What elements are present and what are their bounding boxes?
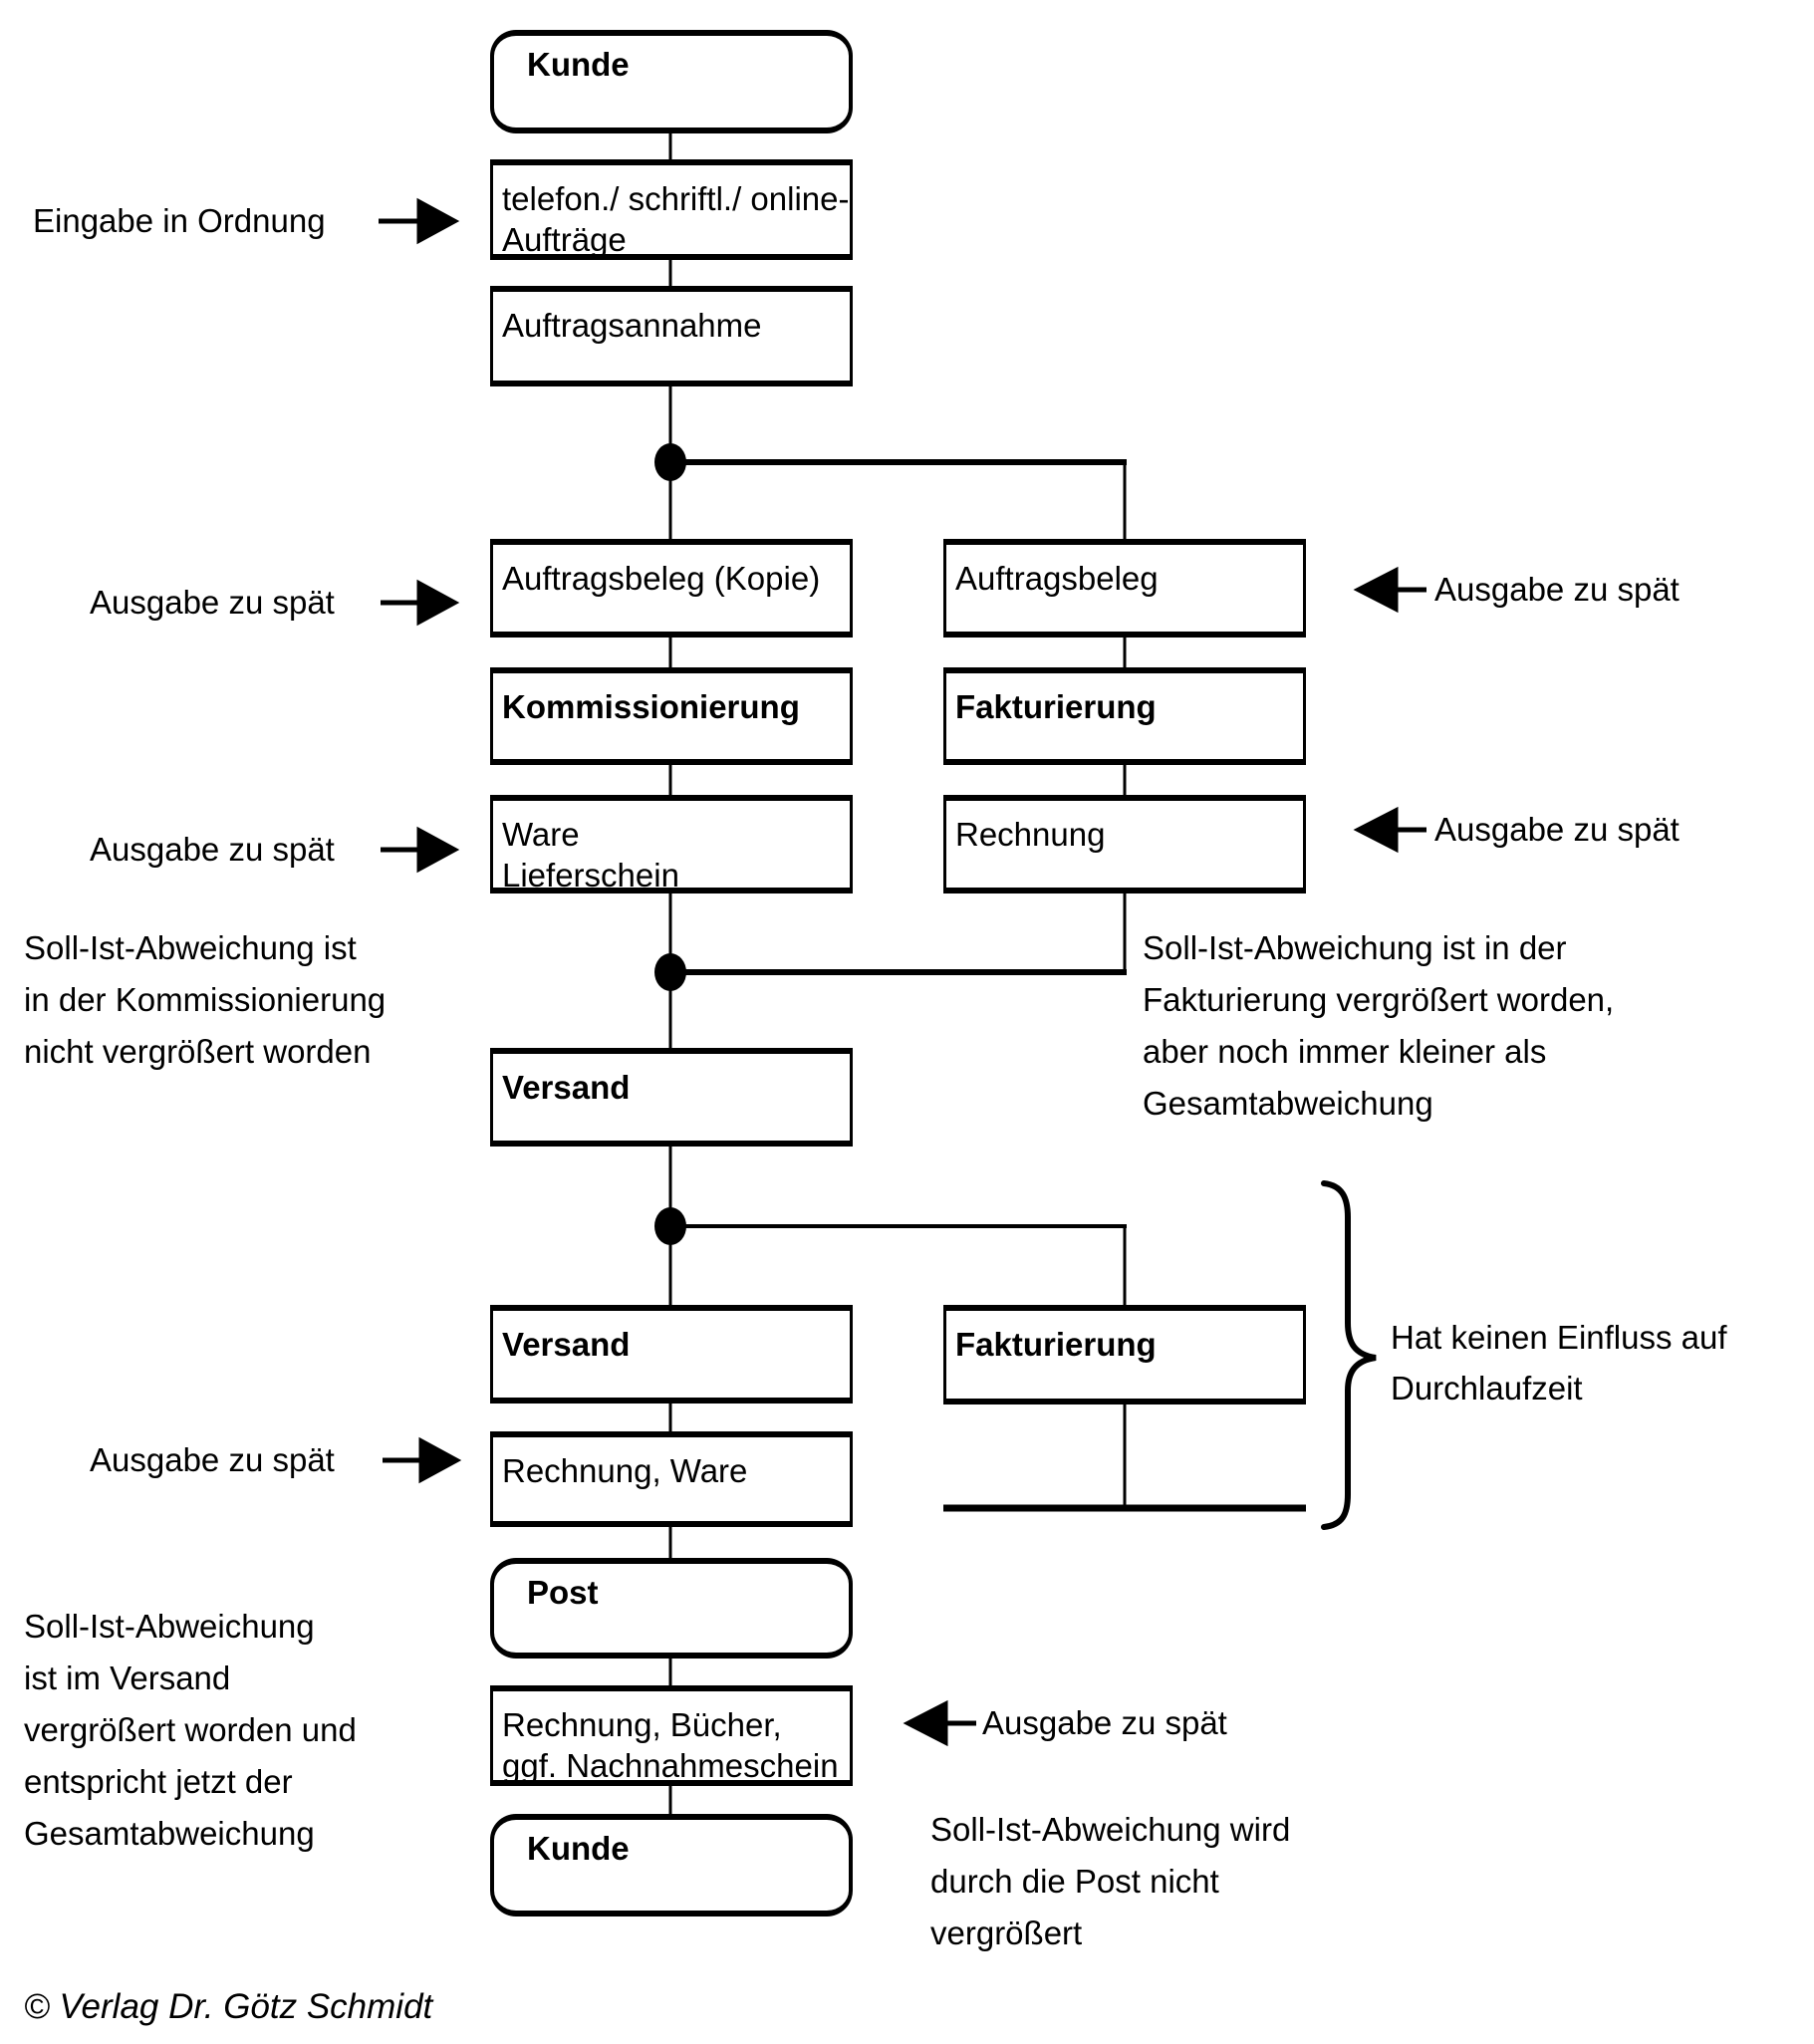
box-label: Auftragsbeleg	[955, 560, 1159, 597]
box-label-line: Rechnung, Bücher,	[502, 1706, 782, 1743]
box-label: Rechnung, Ware	[502, 1452, 748, 1489]
note-ausgabe-zu-spaet-left-1: Ausgabe zu spät	[90, 584, 335, 621]
curly-brace-icon	[1321, 1180, 1377, 1530]
box-label: Kommissionierung	[502, 688, 800, 725]
note-ausgabe-zu-spaet-right-2: Ausgabe zu spät	[1434, 811, 1680, 848]
box-auftragsbeleg: Auftragsbeleg	[943, 539, 1306, 638]
box-label: Fakturierung	[955, 688, 1157, 725]
box-kommissionierung: Kommissionierung	[490, 667, 853, 765]
box-label-line: Aufträge	[502, 221, 627, 258]
box-versand-1: Versand	[490, 1048, 853, 1147]
box-ware-lieferschein: Ware Lieferschein	[490, 795, 853, 894]
box-rechnung: Rechnung	[943, 795, 1306, 894]
branch-dot-2	[654, 1207, 686, 1245]
arrow-left-icon	[903, 1699, 976, 1747]
note-fakturierung-deviation: Soll-Ist-Abweichung ist in der Fakturier…	[1143, 922, 1614, 1130]
box-post: Post	[490, 1558, 853, 1659]
note-ausgabe-zu-spaet-right-3: Ausgabe zu spät	[982, 1704, 1227, 1741]
arrow-right-icon	[379, 197, 460, 245]
box-label: Kunde	[527, 46, 630, 83]
note-line: Gesamtabweichung	[24, 1815, 315, 1852]
copyright-line: © Verlag Dr. Götz Schmidt	[24, 1987, 433, 2026]
note-line: ist im Versand	[24, 1660, 231, 1696]
box-label: Auftragsannahme	[502, 307, 762, 344]
box-fakturierung-1: Fakturierung	[943, 667, 1306, 765]
note-line: Soll-Ist-Abweichung ist	[24, 929, 357, 966]
note-line: Hat keinen Einfluss auf	[1391, 1319, 1727, 1356]
box-versand-2: Versand	[490, 1305, 853, 1404]
note-line: entspricht jetzt der	[24, 1763, 293, 1800]
box-label: Rechnung	[955, 816, 1106, 853]
note-ausgabe-zu-spaet-right-1: Ausgabe zu spät	[1434, 571, 1680, 608]
box-rechnung-buecher: Rechnung, Bücher, ggf. Nachnahmeschein	[490, 1685, 853, 1786]
box-auftraege: telefon./ schriftl./ online- Aufträge	[490, 159, 853, 260]
box-rechnung-ware: Rechnung, Ware	[490, 1431, 853, 1527]
note-kommissionierung-deviation: Soll-Ist-Abweichung ist in der Kommissio…	[24, 922, 386, 1078]
arrow-right-icon	[381, 826, 460, 874]
note-line: aber noch immer kleiner als	[1143, 1033, 1547, 1070]
box-label: Fakturierung	[955, 1326, 1157, 1363]
box-label-line: telefon./ schriftl./ online-	[502, 180, 850, 217]
arrow-left-icons	[903, 566, 1426, 1747]
note-line: Gesamtabweichung	[1143, 1085, 1433, 1122]
note-line: vergrößert worden und	[24, 1711, 357, 1748]
arrow-right-icons	[379, 197, 462, 1484]
note-line: nicht vergrößert worden	[24, 1033, 372, 1070]
note-eingabe-in-ordnung: Eingabe in Ordnung	[33, 202, 326, 239]
arrow-right-icon	[383, 1436, 462, 1484]
box-label: Auftragsbeleg (Kopie)	[502, 560, 821, 597]
merge-dot	[654, 953, 686, 991]
note-line: Soll-Ist-Abweichung ist in der	[1143, 929, 1567, 966]
branch-dot-1	[654, 443, 686, 481]
box-label-line: ggf. Nachnahmeschein	[502, 1747, 839, 1784]
box-label: Kunde	[527, 1830, 630, 1867]
box-label: Versand	[502, 1326, 631, 1363]
note-post-deviation: Soll-Ist-Abweichung wird durch die Post …	[930, 1804, 1290, 1959]
box-label: Post	[527, 1574, 599, 1611]
arrow-right-icon	[381, 579, 460, 627]
note-line: in der Kommissionierung	[24, 981, 387, 1018]
note-line: Soll-Ist-Abweichung wird	[930, 1811, 1291, 1848]
arrow-left-icon	[1353, 806, 1426, 854]
note-ausgabe-zu-spaet-left-3: Ausgabe zu spät	[90, 1441, 335, 1478]
box-label-line: Lieferschein	[502, 857, 679, 894]
note-line: durch die Post nicht	[930, 1863, 1219, 1900]
note-line: vergrößert	[930, 1915, 1083, 1951]
note-line: Durchlaufzeit	[1391, 1370, 1583, 1406]
box-kunde-bottom: Kunde	[490, 1814, 853, 1916]
box-auftragsbeleg-kopie: Auftragsbeleg (Kopie)	[490, 539, 853, 638]
note-ausgabe-zu-spaet-left-2: Ausgabe zu spät	[90, 831, 335, 868]
arrow-left-icon	[1353, 566, 1426, 614]
box-auftragsannahme: Auftragsannahme	[490, 286, 853, 386]
box-kunde-top: Kunde	[490, 30, 853, 133]
note-line: Fakturierung vergrößert worden,	[1143, 981, 1615, 1018]
note-kein-einfluss: Hat keinen Einfluss auf Durchlaufzeit	[1391, 1312, 1727, 1413]
note-line: Soll-Ist-Abweichung	[24, 1608, 315, 1645]
note-versand-deviation: Soll-Ist-Abweichung ist im Versand vergr…	[24, 1601, 357, 1860]
box-fakturierung-2: Fakturierung	[943, 1305, 1306, 1405]
box-label: Versand	[502, 1069, 631, 1106]
box-label-line: Ware	[502, 816, 580, 853]
